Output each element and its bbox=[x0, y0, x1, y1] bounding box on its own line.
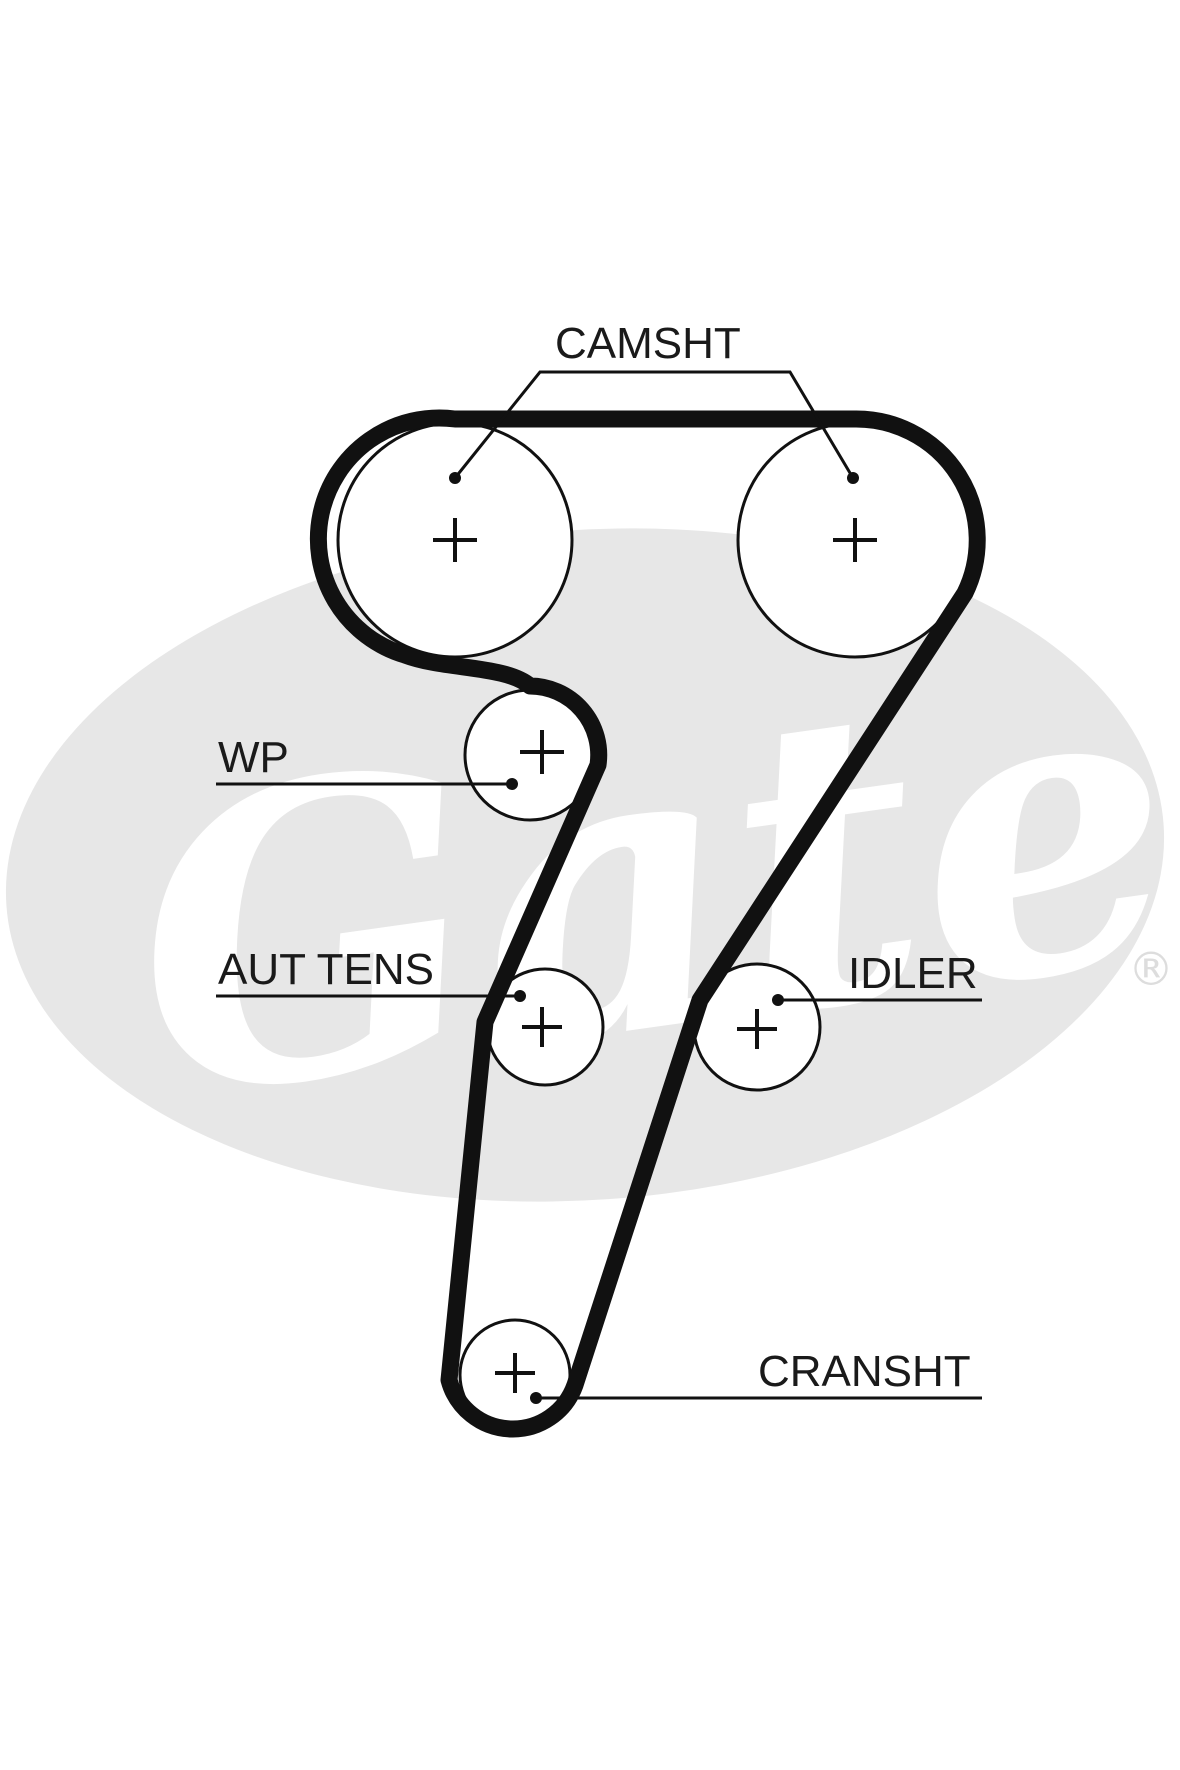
camshaft-left-center-icon bbox=[433, 518, 477, 562]
idler-leader-dot bbox=[772, 994, 784, 1006]
idler-center-icon bbox=[737, 1009, 777, 1049]
water-pump-center-icon bbox=[520, 730, 564, 774]
camshaft-right-center-icon bbox=[833, 518, 877, 562]
auto-tensioner-leader-dot bbox=[514, 990, 526, 1002]
camshaft-leader-line bbox=[453, 370, 855, 479]
camshaft-right-leader-dot bbox=[847, 472, 859, 484]
label-water-pump: WP bbox=[218, 733, 289, 782]
camshaft-left-leader-dot bbox=[449, 472, 461, 484]
pulley-center-marks bbox=[433, 518, 877, 1393]
label-crankshaft: CRANSHT bbox=[758, 1347, 971, 1396]
label-auto-tensioner: AUT TENS bbox=[218, 945, 434, 994]
timing-belt bbox=[309, 409, 986, 1438]
crankshaft-leader-dot bbox=[530, 1392, 542, 1404]
auto-tensioner-center-icon bbox=[522, 1007, 562, 1047]
registered-mark: ® bbox=[1128, 942, 1174, 996]
crankshaft-center-icon bbox=[495, 1353, 535, 1393]
gates-watermark-logo: Gates ® bbox=[5, 528, 1180, 1202]
label-camshaft: CAMSHT bbox=[555, 319, 741, 368]
water-pump-leader-dot bbox=[506, 778, 518, 790]
watermark-ellipse bbox=[5, 528, 1165, 1202]
label-idler: IDLER bbox=[848, 949, 978, 998]
component-labels: CAMSHT WP AUT TENS IDLER CRANSHT bbox=[218, 319, 978, 1396]
leader-lines bbox=[216, 370, 982, 1404]
